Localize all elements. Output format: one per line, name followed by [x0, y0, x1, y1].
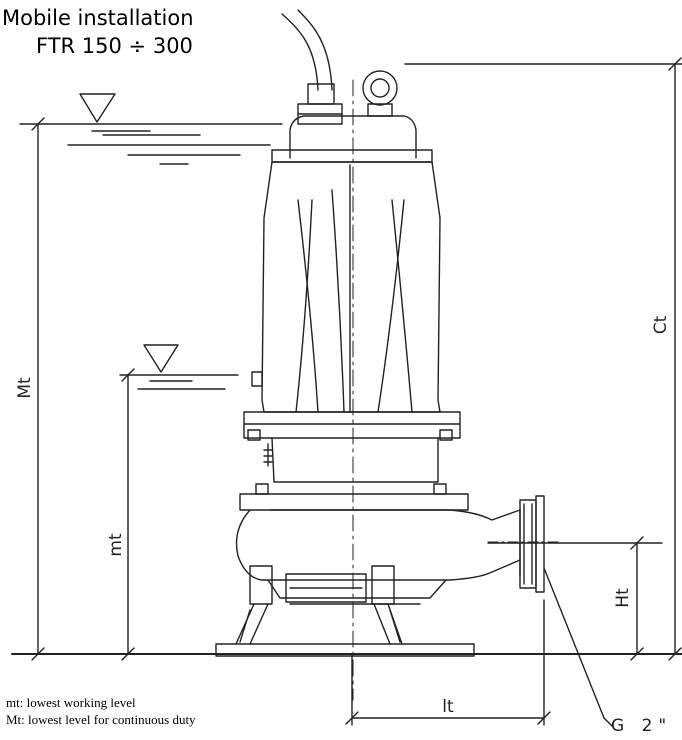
note-Mt: Mt: lowest level for continuous duty: [6, 712, 196, 727]
title-line-1: Mobile installation: [2, 6, 194, 30]
label-lt: lt: [442, 697, 454, 717]
water-level-lower: [119, 344, 239, 390]
top-cover-base: [271, 149, 433, 163]
dimension-lt: [345, 599, 551, 726]
label-G: G 2": [611, 716, 673, 736]
neck-bolt: [263, 443, 273, 467]
dimension-Ht: [487, 536, 663, 661]
motor-housing: [261, 161, 441, 413]
label-Ht: Ht: [613, 588, 633, 608]
seal-housing: [271, 437, 439, 483]
label-Mt: Mt: [15, 377, 35, 399]
pump-flange: [239, 493, 469, 511]
motor-flange: [243, 411, 461, 439]
legend-notes: mt: lowest working level Mt: lowest leve…: [6, 694, 196, 728]
cooling-fins: [295, 164, 413, 413]
water-level-upper: [19, 93, 283, 165]
dimension-Ct: [404, 57, 682, 661]
pump-feet: [235, 565, 421, 645]
label-mt: mt: [106, 533, 126, 557]
base-plate: [215, 643, 475, 657]
title-line-2: FTR 150 ÷ 300: [36, 34, 193, 58]
cable-gland: [297, 83, 343, 125]
lifting-eye: [362, 70, 398, 117]
label-Ct: Ct: [651, 315, 671, 334]
outlet-pipe: [519, 495, 545, 593]
volute-lower: [267, 579, 447, 599]
note-mt: mt: lowest working level: [6, 695, 136, 710]
top-cover: [289, 115, 417, 159]
dimension-mt: [121, 368, 135, 661]
side-lug: [251, 371, 263, 387]
power-cable: [281, 9, 333, 91]
dimension-G-leader: [543, 567, 613, 727]
diagram-title: Mobile installation FTR 150 ÷ 300: [0, 4, 194, 60]
volute-casing: [235, 509, 521, 581]
dimension-Mt: [31, 117, 45, 661]
